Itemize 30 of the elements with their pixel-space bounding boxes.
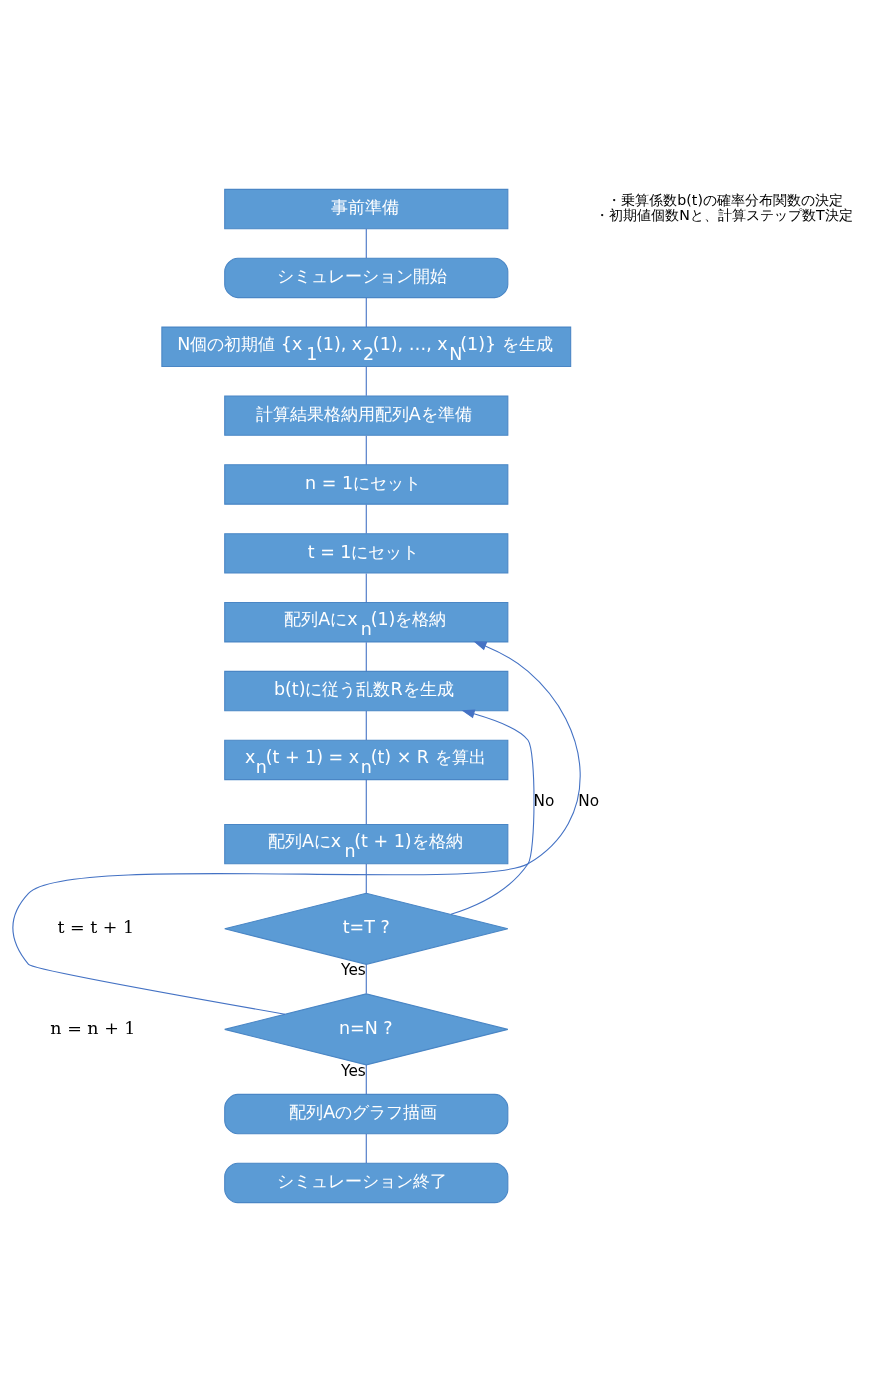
- connector: [365, 503, 367, 534]
- node-box: n = 1にセット: [224, 463, 509, 505]
- connector: [365, 1063, 367, 1095]
- arrow: [450, 708, 535, 915]
- edge-label: No: [578, 791, 600, 810]
- connector: [365, 434, 367, 465]
- edge-label: No: [533, 791, 555, 810]
- connector: [365, 862, 367, 894]
- connector: [365, 572, 367, 603]
- connector: [365, 710, 367, 741]
- node-box: 事前準備: [224, 188, 509, 229]
- connector: [365, 365, 367, 396]
- connector: [365, 778, 367, 825]
- connector: [365, 641, 367, 672]
- node-box: シミュレーション終了: [224, 1162, 509, 1203]
- node-label: ・初期値個数Nと、計算ステップ数T決定: [595, 206, 853, 223]
- node-box: t = 1にセット: [224, 532, 509, 574]
- node-box: b(t)に従う乱数Rを生成: [224, 670, 509, 711]
- node-diamond: n=N ?: [224, 992, 509, 1065]
- connector: [365, 1133, 367, 1164]
- node-box: 計算結果格納用配列Aを準備: [224, 394, 509, 436]
- connector: [365, 228, 367, 259]
- arrow: [12, 640, 581, 1015]
- label: n = n + 1: [50, 1017, 136, 1038]
- label: t = t + 1: [57, 916, 135, 937]
- node-box: シミュレーション開始: [224, 257, 509, 298]
- node-label: ・乗算係数b(t)の確率分布関数の決定: [607, 191, 843, 208]
- connector: [365, 963, 367, 994]
- connector: [365, 296, 367, 327]
- node-box: 配列Aのグラフ描画: [224, 1093, 509, 1134]
